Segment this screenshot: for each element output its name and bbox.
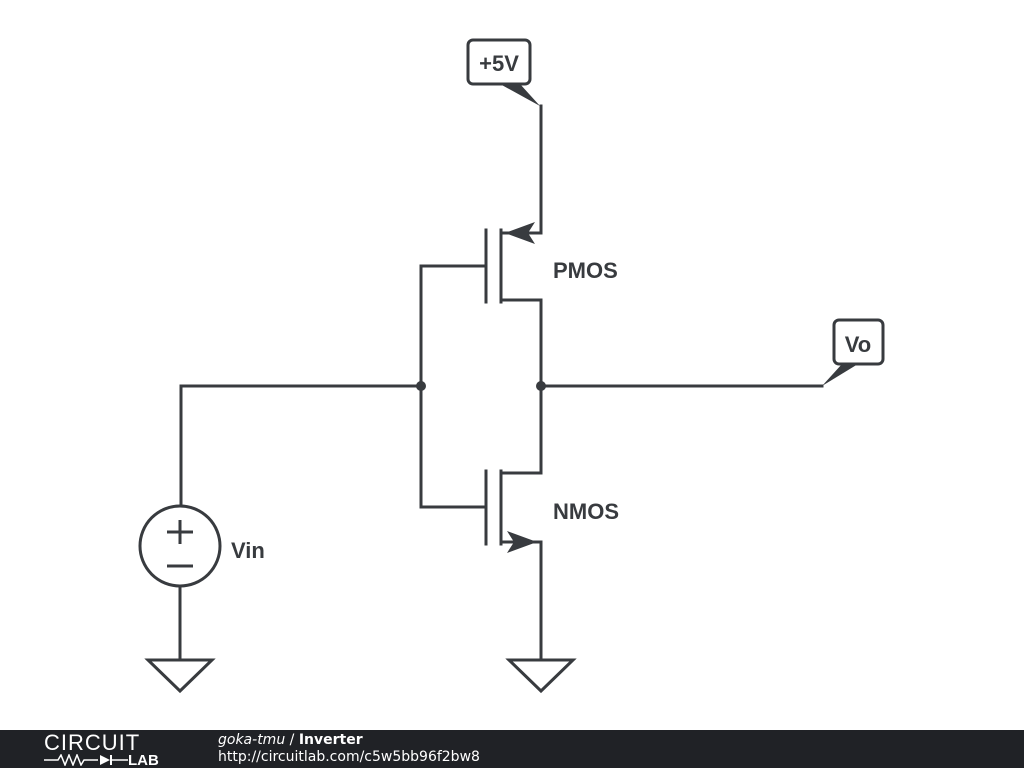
circuit-url[interactable]: http://circuitlab.com/c5w5bb96f2bw8: [218, 749, 480, 765]
logo-resistor-icon: [44, 754, 128, 766]
ground-icon-left: [144, 658, 216, 694]
pmos-label: PMOS: [553, 258, 618, 283]
nmos-drain-lead: [499, 384, 543, 475]
title-separator: /: [285, 732, 299, 748]
input-wire: [179, 384, 423, 507]
supply-flag[interactable]: +5V: [466, 38, 540, 106]
output-flag-box: [832, 318, 885, 366]
nmos-label: NMOS: [553, 499, 619, 524]
nmos-arrow-icon: [507, 531, 537, 553]
circuit-title[interactable]: Inverter: [298, 732, 363, 748]
ground-icon-right: [505, 658, 577, 694]
footer-title-line: goka-tmu / Inverter: [218, 732, 363, 748]
supply-label: +5V: [479, 51, 519, 76]
input-junction: [416, 381, 426, 391]
nmos-transistor[interactable]: NMOS: [484, 384, 619, 662]
supply-flag-box: [466, 38, 532, 86]
circuitlab-logo[interactable]: CIRCUIT LAB: [44, 732, 184, 768]
pmos-arrow-icon: [505, 222, 535, 244]
source-label: Vin: [231, 538, 265, 563]
supply-wire: [501, 104, 543, 235]
pmos-gate-wire: [419, 264, 488, 509]
output-label: Vo: [845, 332, 871, 357]
pmos-transistor[interactable]: PMOS: [484, 222, 618, 388]
pmos-drain-lead: [499, 298, 543, 388]
schematic-canvas: +5V PMOS Vo NMOS Vin: [138, 38, 885, 694]
output-flag-pointer: [822, 364, 858, 386]
author-link[interactable]: goka-tmu: [218, 732, 286, 748]
output-flag[interactable]: Vo: [822, 318, 885, 386]
voltage-source[interactable]: Vin: [138, 504, 265, 588]
nmos-source-lead: [499, 540, 543, 662]
logo-text-bottom: LAB: [128, 752, 159, 769]
logo-text-top: CIRCUIT: [44, 730, 141, 755]
voltage-source-body: [138, 504, 222, 588]
supply-flag-pointer: [500, 84, 540, 106]
footer-bar: CIRCUIT LAB goka-tmu / Inverter http://c…: [0, 730, 1024, 768]
